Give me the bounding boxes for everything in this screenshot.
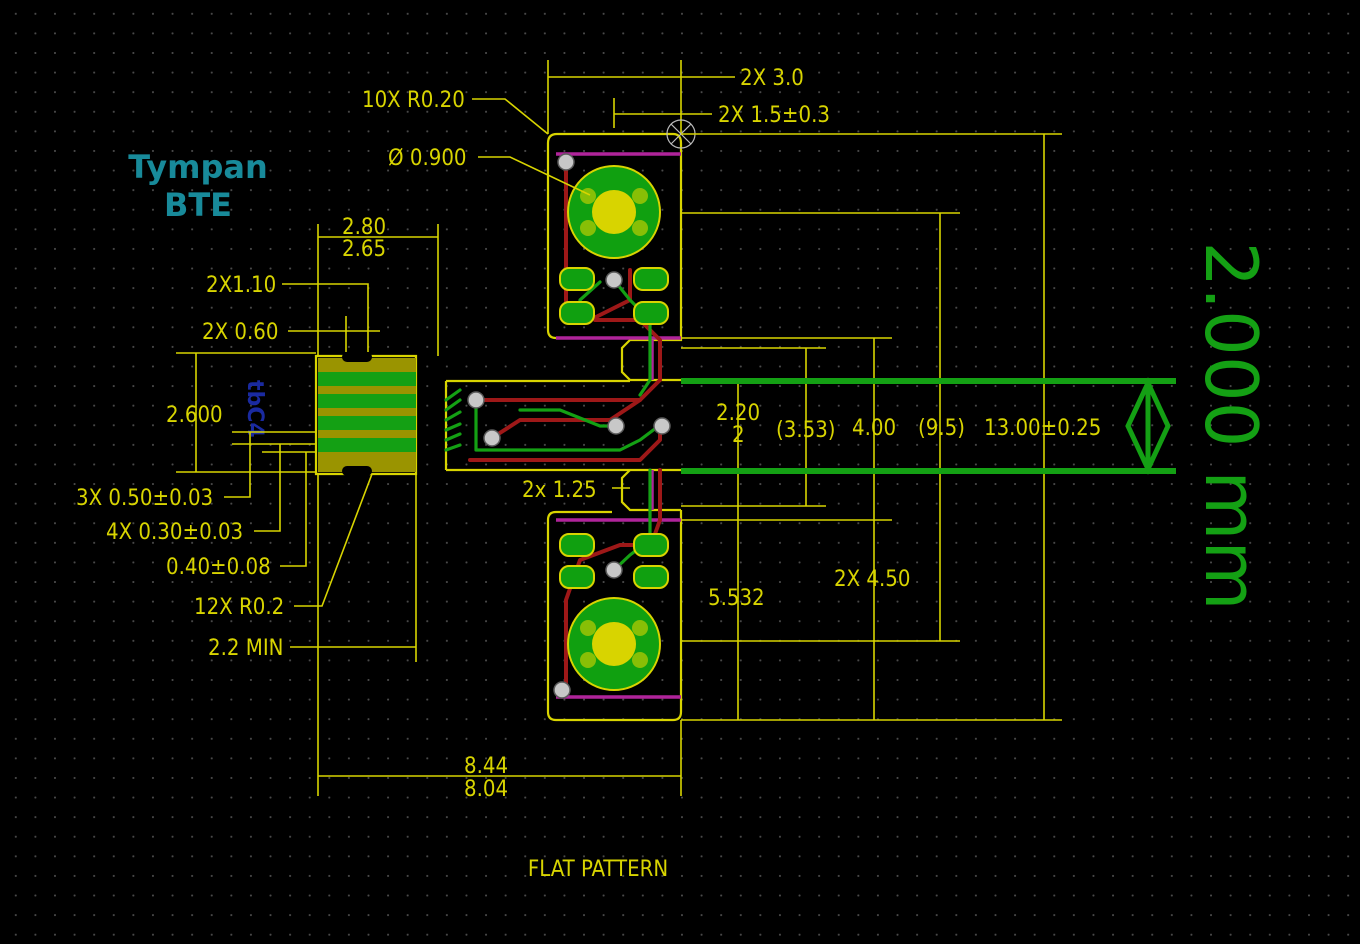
scale-bar: 2.000 mm: [681, 241, 1273, 611]
dim-w280: 2.80: [342, 215, 386, 240]
dim-4x030: 4X 0.30±0.03: [106, 520, 243, 545]
dim-top-15: 2X 1.5±0.3: [718, 103, 830, 128]
dim-r12x: 12X R0.2: [194, 595, 284, 620]
dim-v1300: 13.00±0.25: [984, 416, 1101, 441]
sensor-chip: [318, 352, 416, 476]
dim-040: 0.40±0.08: [166, 555, 271, 580]
dim-v220: 2.20: [716, 401, 760, 426]
ref-label: tbC4: [242, 380, 267, 438]
footer-label: FLAT PATTERN: [528, 857, 668, 882]
dimension-labels: 2X 3.0 2X 1.5±0.3 10X R0.20 Ø 0.900 2.80…: [76, 66, 1101, 802]
dim-diameter: Ø 0.900: [388, 146, 467, 171]
dim-v353: (3.53): [776, 418, 836, 443]
dim-v5532: 5.532: [708, 586, 765, 611]
dim-v400: 4.00: [852, 416, 896, 441]
dim-w804: 8.04: [464, 777, 508, 802]
pads-upper: [559, 165, 669, 325]
dim-3x050: 3X 0.50±0.03: [76, 486, 213, 511]
title-line1: Tympan: [128, 148, 268, 186]
dim-v2x450: 2X 4.50: [834, 567, 910, 592]
pads-lower: [559, 533, 669, 691]
board-title: Tympan BTE: [128, 148, 268, 224]
dim-min22: 2.2 MIN: [208, 636, 283, 661]
vias: [467, 153, 671, 699]
dim-2x060: 2X 0.60: [202, 320, 278, 345]
mask-outline: [556, 152, 681, 699]
dimension-lines: [176, 60, 1062, 796]
dim-2x110: 2X1.10: [206, 273, 276, 298]
dim-2600: 2.600: [166, 403, 223, 428]
dim-v2: 2: [732, 423, 745, 448]
dim-top-3: 2X 3.0: [740, 66, 804, 91]
title-line2: BTE: [164, 186, 232, 224]
dim-w265: 2.65: [342, 237, 386, 262]
dim-2x125: 2x 1.25: [522, 478, 597, 503]
scale-dimension-label: 2.000 mm: [1189, 241, 1273, 610]
dim-radius-10x: 10X R0.20: [362, 88, 465, 113]
copper-tracks: [444, 160, 662, 692]
dim-w844: 8.44: [464, 754, 508, 779]
dim-v95: (9.5): [918, 416, 965, 441]
